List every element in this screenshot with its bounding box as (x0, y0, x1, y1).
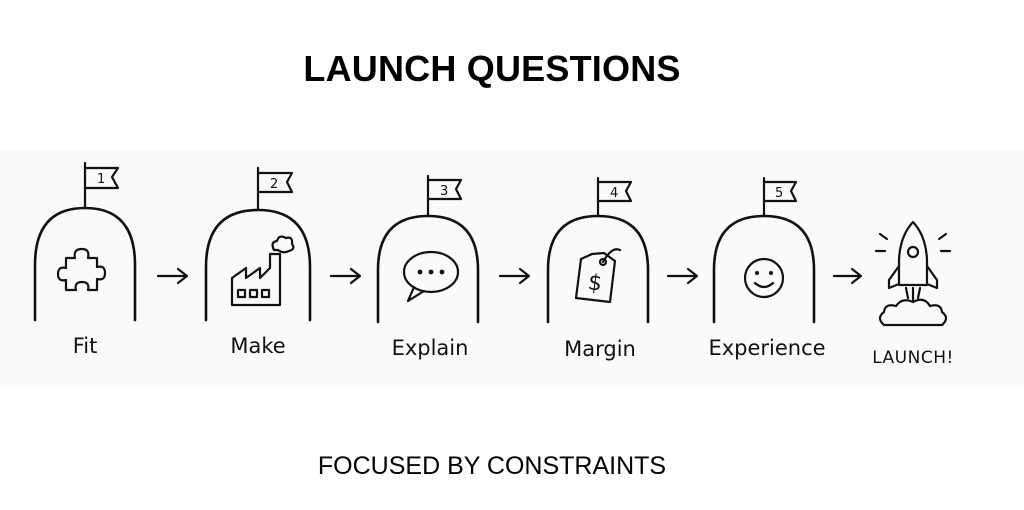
step-label-margin: Margin (564, 337, 636, 361)
step-2-flag: 2 (256, 166, 294, 212)
rocket-icon (874, 220, 952, 327)
step-5-arch (712, 214, 816, 324)
step-3-flag: 3 (426, 174, 463, 218)
arrow-1 (156, 267, 189, 285)
step-4-arch (546, 214, 650, 324)
speech-bubble-icon (402, 250, 460, 303)
step-1-flag: 1 (83, 161, 120, 210)
step-3-number: 3 (440, 184, 448, 199)
step-1-number: 1 (97, 172, 105, 187)
arrow-4 (666, 267, 699, 285)
launch-flow-svg: 1 2 (33, 161, 952, 327)
step-2: 2 (204, 166, 312, 322)
step-3: 3 (376, 174, 480, 324)
step-label-make: Make (230, 334, 286, 358)
subtitle: FOCUSED BY CONSTRAINTS (317, 452, 667, 480)
step-4-number: 4 (610, 186, 618, 201)
svg-text:$: $ (586, 270, 603, 297)
arrow-2 (329, 267, 362, 285)
arrow-3 (498, 267, 531, 285)
factory-icon (230, 235, 295, 307)
smiley-face-icon (743, 257, 785, 299)
launch-label: LAUNCH! (872, 348, 954, 368)
step-1: 1 (33, 161, 137, 322)
page-title: LAUNCH QUESTIONS (303, 48, 681, 89)
launch-flow-diagram: 1 2 (0, 150, 1024, 390)
step-2-arch (204, 208, 312, 322)
step-label-fit: Fit (72, 334, 98, 358)
arrow-5 (832, 267, 863, 285)
puzzle-piece-icon (56, 247, 107, 292)
step-5-number: 5 (775, 186, 783, 201)
step-4-flag: 4 (596, 176, 633, 218)
step-2-number: 2 (270, 177, 278, 192)
step-5: 5 (712, 176, 816, 324)
price-tag-icon: $ (574, 248, 622, 304)
step-4: 4 $ (546, 176, 650, 324)
step-label-explain: Explain (391, 336, 469, 360)
step-label-experience: Experience (708, 336, 826, 360)
step-3-arch (376, 214, 480, 324)
step-5-flag: 5 (762, 176, 798, 218)
step-1-arch (33, 206, 137, 322)
